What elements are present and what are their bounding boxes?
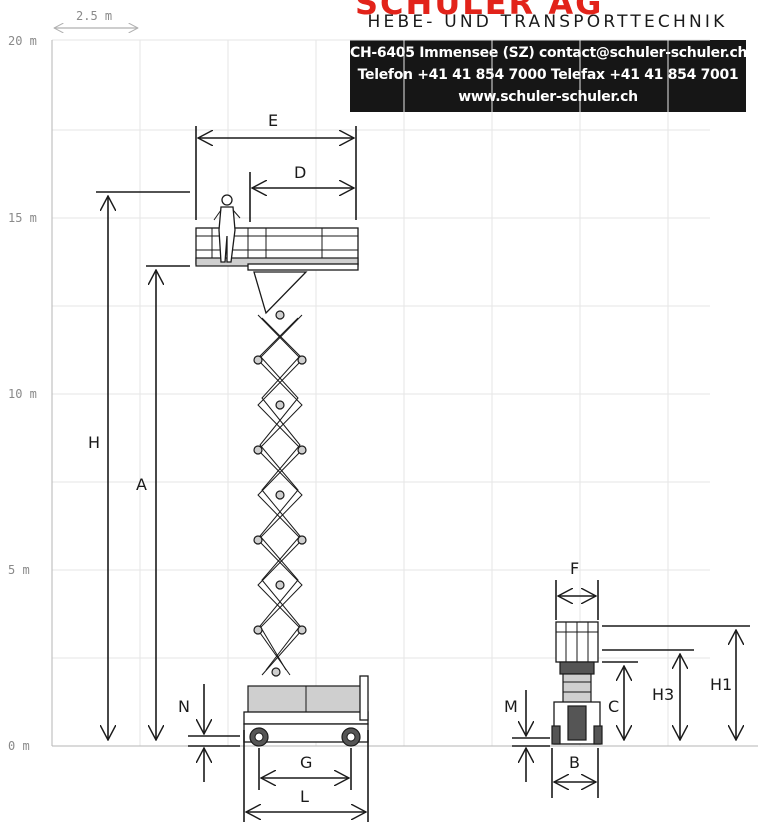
y-tick-15: 15 m	[8, 211, 37, 225]
lift-side-view	[195, 194, 369, 747]
contact-web: www.schuler-schuler.ch	[458, 89, 638, 105]
dim-label-B: B	[569, 753, 580, 772]
chassis	[243, 675, 369, 747]
scale-indicator: 2.5 m	[54, 9, 138, 28]
company-logo: SCHULER AG	[355, 0, 604, 22]
dim-label-D: D	[294, 163, 306, 182]
dim-label-C: C	[608, 697, 619, 716]
y-tick-10: 10 m	[8, 387, 37, 401]
contact-address: CH-6405 Immensee (SZ) contact@schuler-sc…	[350, 45, 748, 61]
scissor-stack	[253, 271, 308, 677]
dim-label-L: L	[300, 787, 309, 806]
scale-label: 2.5 m	[76, 9, 112, 23]
company-tagline: HEBE- UND TRANSPORTTECHNIK	[367, 12, 728, 32]
dim-label-A: A	[136, 475, 147, 494]
dim-label-H: H	[88, 433, 100, 452]
dim-label-G: G	[300, 753, 312, 772]
dim-label-N: N	[178, 697, 190, 716]
y-axis-labels: 20 m 15 m 10 m 5 m 0 m	[8, 34, 37, 753]
lift-front-view	[551, 621, 603, 745]
y-tick-0: 0 m	[8, 739, 30, 753]
dim-label-F: F	[570, 559, 579, 578]
contact-phone: Telefon +41 41 854 7000 Telefax +41 41 8…	[357, 67, 739, 83]
dimension-lines-front: F H1 H3 C M B	[504, 559, 750, 798]
dim-label-H3: H3	[652, 685, 674, 704]
background-grid	[51, 39, 758, 747]
dim-label-E: E	[268, 111, 278, 130]
dim-label-H1: H1	[710, 675, 732, 694]
dimension-lines-side: E D H A N G L	[88, 111, 369, 822]
worker-figure	[213, 194, 241, 263]
contact-box: CH-6405 Immensee (SZ) contact@schuler-sc…	[350, 40, 748, 112]
y-tick-20: 20 m	[8, 34, 37, 48]
dim-label-M: M	[504, 697, 518, 716]
y-tick-5: 5 m	[8, 563, 30, 577]
